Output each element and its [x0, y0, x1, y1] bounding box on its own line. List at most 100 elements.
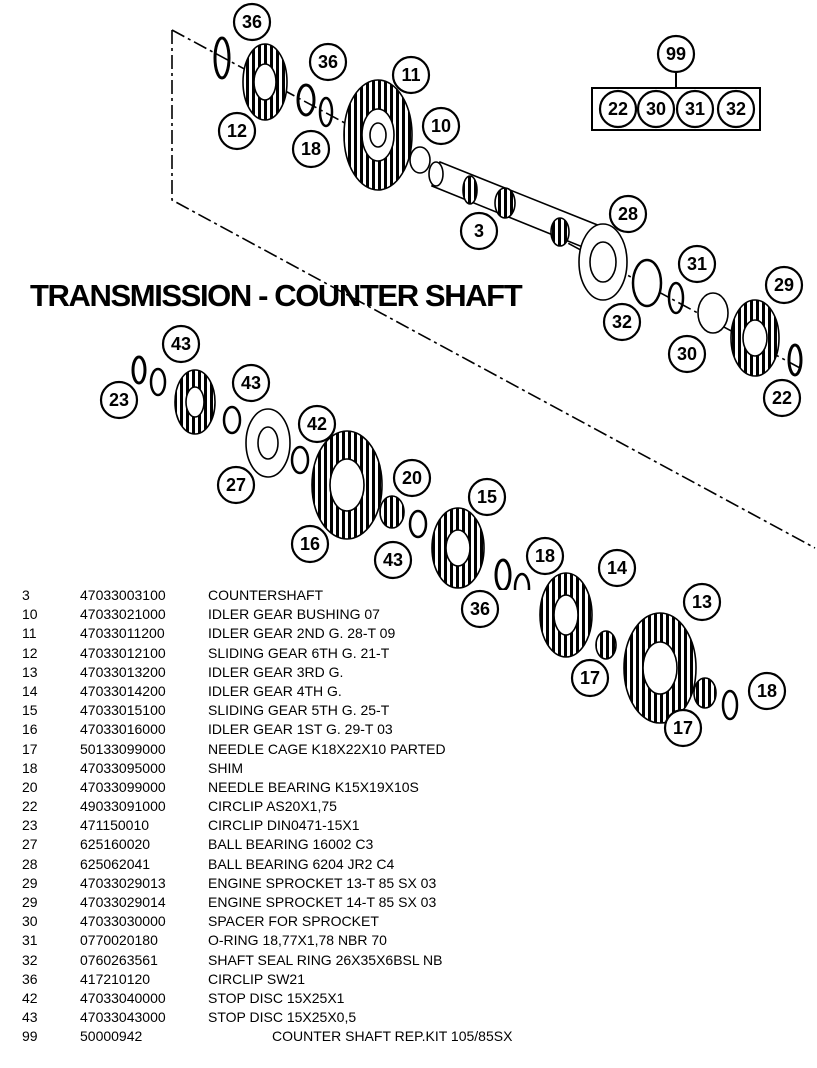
callout-43-c: 43 — [373, 540, 413, 580]
part-number: 625160020 — [80, 836, 151, 853]
part-number: 47033013200 — [80, 663, 166, 680]
part-number: 49033091000 — [80, 798, 166, 815]
circlip-23-part — [131, 355, 147, 385]
part-number: 47033040000 — [80, 989, 166, 1006]
parts-list-row: 14 47033014200 IDLER GEAR 4TH G. — [22, 682, 722, 701]
part-description: SHAFT SEAL RING 26X35X6BSL NB — [208, 951, 443, 968]
callout-23: 23 — [99, 380, 139, 420]
svg-text:27: 27 — [226, 475, 246, 495]
svg-text:29: 29 — [774, 275, 794, 295]
part-description: SLIDING GEAR 5TH G. 25-T — [208, 702, 390, 719]
kit-item-22: 22 — [598, 89, 638, 129]
part-number: 47033029013 — [80, 874, 166, 891]
part-description: NEEDLE CAGE K18X22X10 PARTED — [208, 740, 446, 757]
part-position: 16 — [22, 721, 38, 738]
needle-bearing-20-part — [379, 495, 405, 529]
svg-text:99: 99 — [666, 44, 686, 64]
repair-kit-box: 99 22 30 31 32 — [591, 34, 761, 131]
svg-text:22: 22 — [772, 388, 792, 408]
callout-18-a: 18 — [291, 129, 331, 169]
circlip-36-top-part — [213, 36, 231, 80]
callout-3: 3 — [459, 211, 499, 251]
svg-text:43: 43 — [241, 373, 261, 393]
part-position: 11 — [22, 625, 37, 642]
part-position: 14 — [22, 682, 38, 699]
part-description: SPACER FOR SPROCKET — [208, 913, 379, 930]
part-number: 47033021000 — [80, 606, 166, 623]
upper-shaft-parts — [213, 36, 803, 377]
idler-gear-bushing-part — [409, 146, 431, 174]
part-position: 43 — [22, 1009, 38, 1026]
part-description: COUNTERSHAFT — [208, 587, 324, 603]
kit-callout-99: 99 — [656, 34, 696, 74]
parts-list-row: 43 47033043000 STOP DISC 15X25X0,5 — [22, 1008, 722, 1027]
part-number: 47033099000 — [80, 778, 166, 795]
part-description: BALL BEARING 6204 JR2 C4 — [208, 855, 395, 872]
part-position: 13 — [22, 663, 38, 680]
shim-18-top-part — [318, 96, 334, 128]
part-position: 17 — [22, 740, 38, 757]
callout-20: 20 — [392, 458, 432, 498]
svg-text:28: 28 — [618, 204, 638, 224]
part-number: 417210120 — [80, 970, 151, 987]
part-position: 20 — [22, 778, 38, 795]
part-position: 36 — [22, 970, 38, 987]
svg-text:36: 36 — [242, 12, 262, 32]
callout-32: 32 — [602, 302, 642, 342]
part-description: NEEDLE BEARING K15X19X10S — [208, 778, 419, 795]
svg-text:43: 43 — [383, 550, 403, 570]
svg-text:30: 30 — [646, 99, 666, 119]
part-description: ENGINE SPROCKET 14-T 85 SX 03 — [208, 894, 437, 910]
callout-10: 10 — [421, 106, 461, 146]
part-description: IDLER GEAR 3RD G. — [208, 663, 344, 680]
part-position: 99 — [22, 1028, 38, 1045]
stop-disc-43-right-part — [408, 509, 428, 539]
part-number: 47033014200 — [80, 682, 166, 699]
lower-shaft-parts — [131, 355, 531, 590]
part-description: STOP DISC 15X25X0,5 — [208, 1009, 357, 1026]
svg-text:32: 32 — [612, 312, 632, 332]
kit-item-30: 30 — [636, 89, 676, 129]
part-position: 28 — [22, 855, 38, 872]
part-description: CIRCLIP SW21 — [208, 970, 305, 987]
svg-text:42: 42 — [307, 414, 327, 434]
part-description: SLIDING GEAR 6TH G. 21-T — [208, 644, 390, 661]
part-number: 0760263561 — [80, 951, 158, 968]
svg-text:31: 31 — [687, 254, 707, 274]
stop-disc-43-left-part — [149, 367, 167, 397]
callout-14: 14 — [597, 548, 637, 588]
part-number: 47033043000 — [80, 1009, 166, 1026]
svg-text:18: 18 — [757, 681, 777, 701]
part-number: 47033015100 — [80, 702, 166, 719]
part-position: 10 — [22, 606, 38, 623]
part-position: 27 — [22, 836, 38, 853]
part-number: 50000942 — [80, 1028, 143, 1045]
callout-30: 30 — [667, 334, 707, 374]
svg-text:11: 11 — [401, 65, 420, 85]
svg-text:20: 20 — [402, 468, 422, 488]
part-position: 31 — [22, 932, 38, 949]
callout-15: 15 — [467, 477, 507, 517]
part-description: BALL BEARING 16002 C3 — [208, 836, 374, 853]
svg-text:14: 14 — [607, 558, 627, 578]
svg-text:31: 31 — [685, 99, 705, 119]
countershaft-part — [431, 160, 602, 252]
callout-43-b: 43 — [231, 363, 271, 403]
part-description: SHIM — [208, 759, 243, 776]
part-description: IDLER GEAR 4TH G. — [208, 682, 342, 699]
parts-list-row: 20 47033099000 NEEDLE BEARING K15X19X10S — [22, 778, 722, 797]
callout-29: 29 — [764, 265, 804, 305]
part-position: 32 — [22, 951, 38, 968]
